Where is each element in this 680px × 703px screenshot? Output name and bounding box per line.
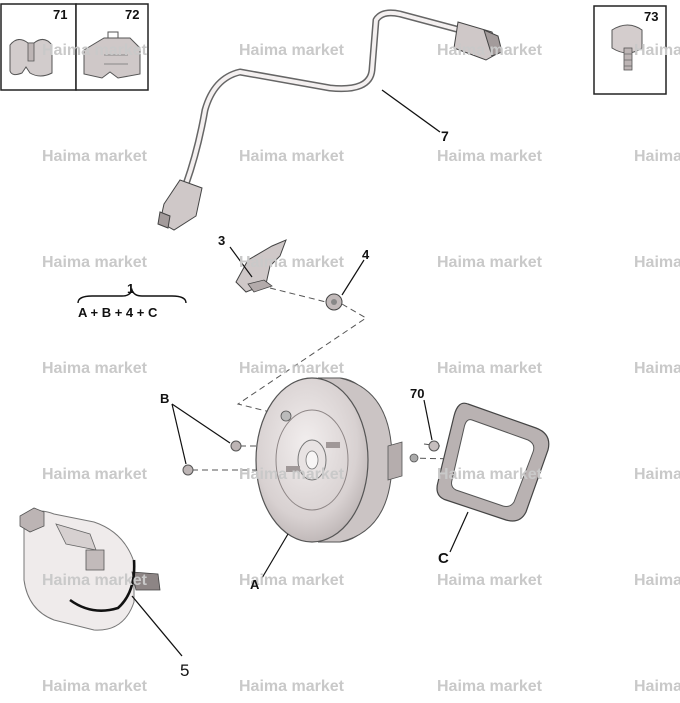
callout-1: 1: [127, 281, 135, 296]
watermark-text: Haima market: [239, 360, 344, 377]
watermark-text: Haima market: [634, 466, 680, 483]
gasket-part-C: [436, 402, 550, 553]
callout-B: B: [160, 391, 170, 406]
watermark-text: Haima market: [634, 360, 680, 377]
watermark-text: Haima market: [42, 678, 147, 695]
callout-C: C: [438, 550, 449, 567]
kit-formula: A + B + 4 + C: [78, 305, 158, 320]
watermark-text: Haima market: [634, 572, 680, 589]
vacuum-hose-part-7: [157, 9, 503, 231]
watermark-text: Haima market: [42, 572, 147, 589]
callout-A: A: [250, 577, 260, 592]
watermark-text: Haima market: [42, 360, 147, 377]
callout-4: 4: [362, 247, 370, 262]
kit-brace-part-1: [77, 287, 187, 304]
master-cylinder-part-5: [19, 507, 183, 657]
bracket-part-3: [229, 239, 287, 293]
callout-5: 5: [180, 661, 190, 680]
nut-part-70: [423, 399, 440, 452]
watermark-text: Haima market: [239, 254, 344, 271]
watermark-text: Haima market: [634, 148, 680, 165]
inset-box-73: [593, 5, 667, 95]
watermark-text: Haima market: [437, 42, 542, 59]
watermark-text: Haima market: [437, 572, 542, 589]
watermark-text: Haima market: [437, 360, 542, 377]
watermark-text: Haima market: [239, 466, 344, 483]
watermark-text: Haima market: [634, 42, 680, 59]
watermark-text: Haima market: [634, 678, 680, 695]
grommet-part-4: [325, 259, 365, 311]
watermark-text: Haima market: [42, 148, 147, 165]
inset-label-71: 71: [53, 7, 68, 22]
inset-label-72: 72: [125, 7, 140, 22]
watermark-text: Haima market: [239, 148, 344, 165]
callout-70: 70: [410, 386, 425, 401]
watermark-text: Haima market: [437, 148, 542, 165]
studs-part-B: [171, 403, 242, 476]
watermark-text: Haima market: [239, 42, 344, 59]
callout-3: 3: [218, 233, 226, 248]
inset-box-72: [75, 3, 149, 91]
watermark-text: Haima market: [239, 678, 344, 695]
watermark-text: Haima market: [42, 254, 147, 271]
callout-7: 7: [441, 128, 449, 144]
watermark-text: Haima market: [437, 466, 542, 483]
inset-label-73: 73: [644, 9, 659, 24]
watermark-text: Haima market: [239, 572, 344, 589]
watermark-text: Haima market: [42, 466, 147, 483]
inset-box-71: [0, 3, 77, 91]
watermark-text: Haima market: [437, 678, 542, 695]
watermark-text: Haima market: [42, 42, 147, 59]
watermark-text: Haima market: [634, 254, 680, 271]
brake-booster-part-A: [255, 377, 419, 579]
watermark-text: Haima market: [437, 254, 542, 271]
